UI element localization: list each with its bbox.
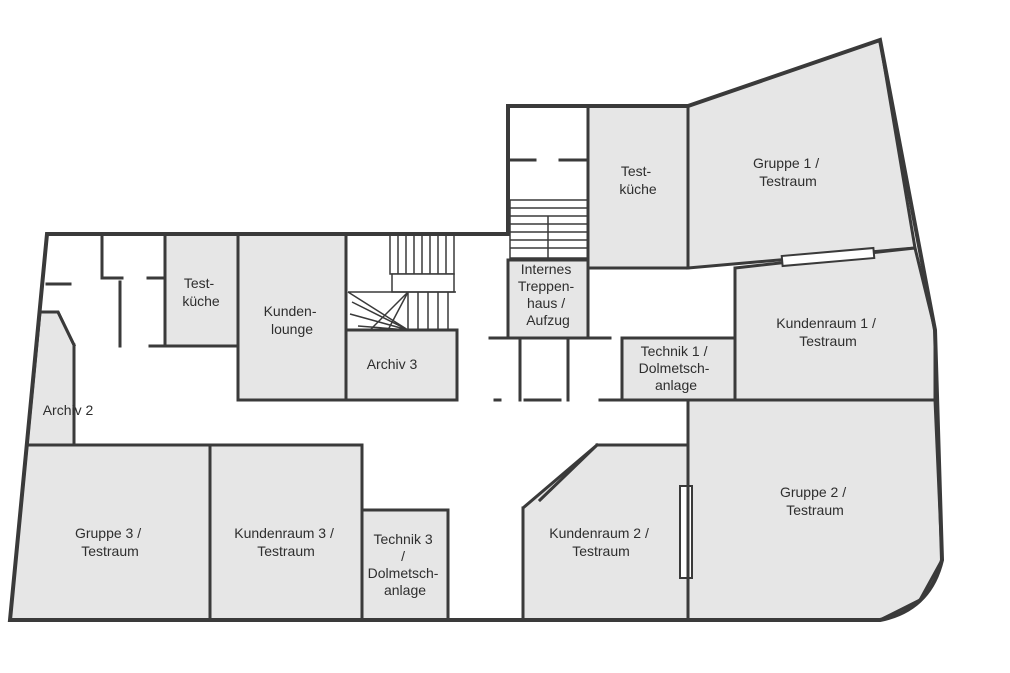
stairs: [347, 199, 589, 331]
label-technik1: Technik 1 / Dolmetsch- anlage: [639, 343, 714, 393]
label-gruppe2: Gruppe 2 / Testraum: [780, 484, 850, 518]
window-kundenraum1: [780, 246, 876, 268]
label-kundenraum1: Kundenraum 1 / Testraum: [776, 315, 880, 349]
label-testkueche-top: Test- küche: [619, 163, 657, 197]
outer-wall: [7, 37, 945, 622]
label-archiv2: Archiv 2: [43, 402, 94, 418]
label-technik3: Technik 3 / Dolmetsch- anlage: [368, 531, 443, 598]
room-gruppe1: [686, 38, 917, 270]
interior-walls: [8, 104, 937, 622]
label-gruppe3: Gruppe 3 / Testraum: [75, 525, 145, 559]
label-archiv3: Archiv 3: [367, 356, 418, 372]
label-gruppe1: Gruppe 1 / Testraum: [753, 155, 823, 189]
label-treppenhaus: Internes Treppen- haus / Aufzug: [518, 261, 578, 328]
stair-landing: [391, 273, 455, 293]
room-labels: Test- küche Gruppe 1 / Testraum Test- kü…: [43, 155, 880, 598]
label-kundenraum3: Kundenraum 3 / Testraum: [234, 525, 338, 559]
label-kundenraum2: Kundenraum 2 / Testraum: [549, 525, 653, 559]
label-kundenlounge: Kunden- lounge: [264, 303, 321, 337]
window-gruppe2: [679, 485, 693, 579]
label-testkueche-left: Test- küche: [182, 275, 220, 309]
